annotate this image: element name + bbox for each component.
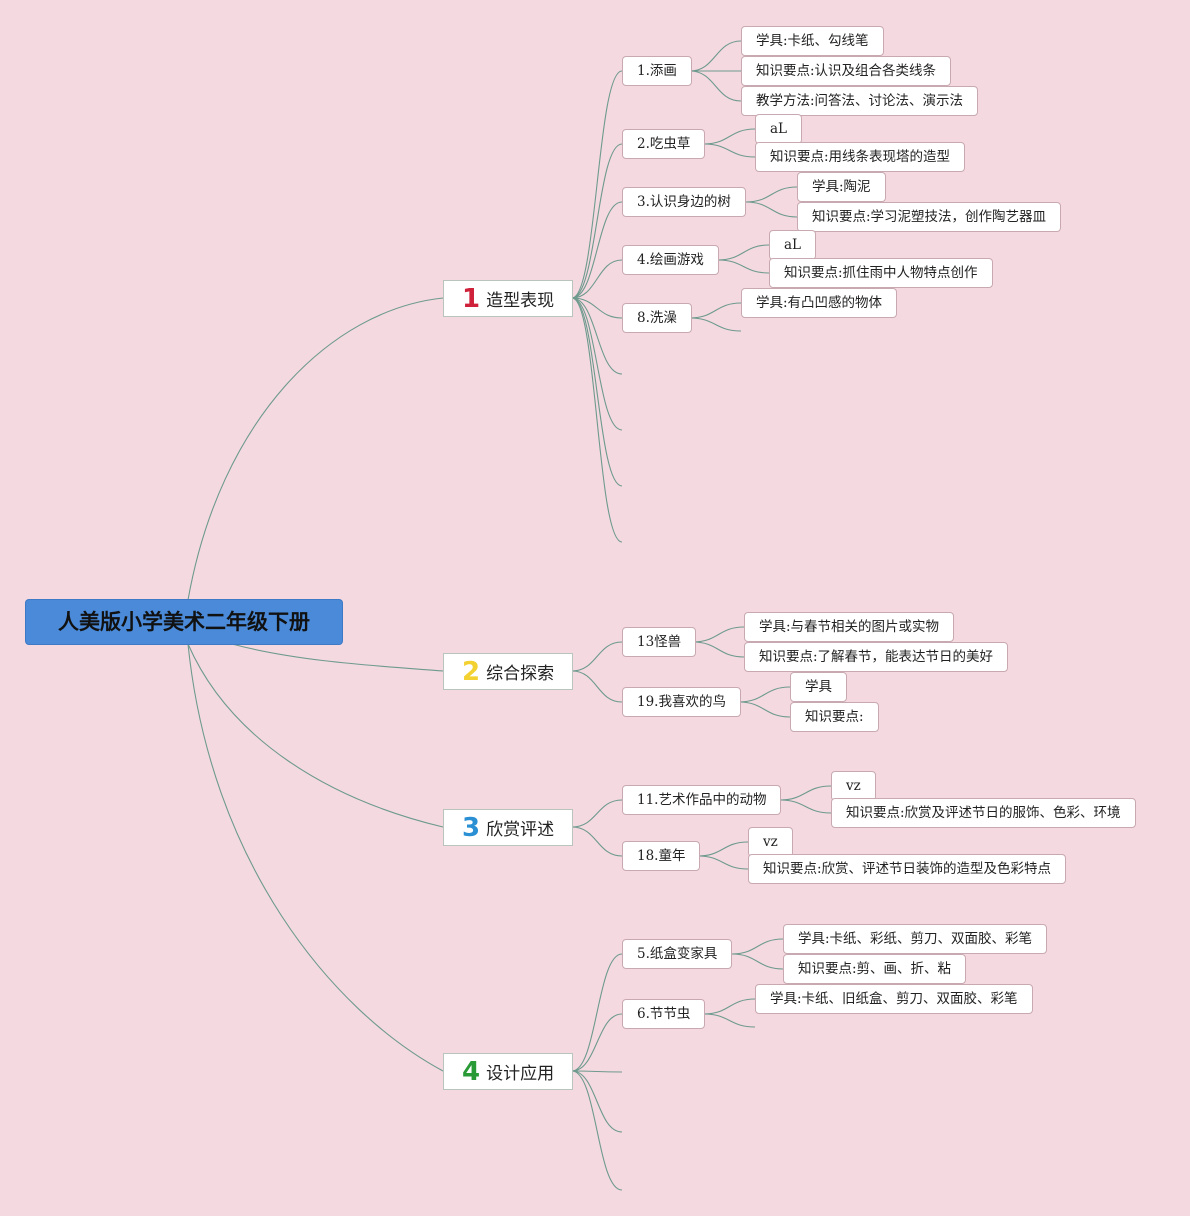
- connector-curve: [571, 143, 623, 299]
- detail-node[interactable]: aL: [755, 114, 803, 144]
- connector-curve: [738, 686, 791, 703]
- connector-curve: [717, 259, 770, 274]
- connector-curve: [571, 826, 623, 857]
- connector-curve: [703, 128, 756, 145]
- category-3-number: 3: [462, 812, 481, 843]
- category-2-node[interactable]: 2 综合探索: [443, 653, 573, 690]
- connector-curve: [571, 297, 623, 319]
- detail-node[interactable]: vz: [831, 771, 876, 801]
- category-4-label: 设计应用: [486, 1064, 555, 1084]
- lesson-node[interactable]: 19.我喜欢的鸟: [622, 687, 741, 717]
- connector-curve: [779, 785, 832, 801]
- connector-curve: [571, 1070, 623, 1133]
- connector-curve: [731, 938, 784, 955]
- connector-curve: [571, 641, 623, 672]
- connector-curve: [692, 626, 745, 643]
- connector-curve: [187, 297, 444, 601]
- connector-curve: [731, 953, 784, 970]
- connector-curve: [571, 297, 623, 487]
- connector-curve: [571, 201, 623, 299]
- category-3-label: 欣赏评述: [486, 820, 555, 840]
- connector-curve: [571, 70, 623, 299]
- connector-curve: [571, 1070, 623, 1073]
- connector-curve: [571, 297, 623, 375]
- connector-curve: [187, 643, 444, 1072]
- detail-node[interactable]: 知识要点:认识及组合各类线条: [741, 56, 952, 86]
- lesson-node[interactable]: 1.添画: [622, 56, 692, 86]
- connector-curve: [779, 799, 832, 814]
- category-2-number: 2: [462, 656, 481, 687]
- connector-curve: [571, 297, 623, 543]
- lesson-node[interactable]: 2.吃虫草: [622, 129, 706, 159]
- connector-curve: [571, 1070, 623, 1191]
- connector-curve: [689, 302, 742, 319]
- detail-node[interactable]: 学具:卡纸、彩纸、剪刀、双面胶、彩笔: [783, 924, 1048, 954]
- category-1-label: 造型表现: [486, 291, 555, 311]
- detail-node[interactable]: 教学方法:问答法、讨论法、演示法: [741, 86, 979, 116]
- detail-node[interactable]: 知识要点:抓住雨中人物特点创作: [769, 258, 993, 288]
- detail-node[interactable]: 知识要点:欣赏及评述节日的服饰、色彩、环境: [831, 798, 1136, 828]
- connector-curve: [689, 70, 742, 102]
- detail-node[interactable]: 学具:与春节相关的图片或实物: [744, 612, 955, 642]
- connector-curve: [571, 259, 623, 299]
- connector-curve: [571, 297, 623, 431]
- connector-curve: [571, 670, 623, 703]
- detail-node[interactable]: 学具:有凸凹感的物体: [741, 288, 898, 318]
- lesson-node[interactable]: 3.认识身边的树: [622, 187, 746, 217]
- connector-curve: [697, 855, 749, 870]
- detail-node[interactable]: 知识要点:了解春节，能表达节日的美好: [744, 642, 1009, 672]
- connector-curve: [703, 998, 756, 1015]
- lesson-node[interactable]: 8.洗澡: [622, 303, 692, 333]
- connector-curve: [692, 641, 745, 658]
- connector-curve: [187, 643, 444, 828]
- category-1-node[interactable]: 1 造型表现: [443, 280, 573, 317]
- connector-curve: [703, 1013, 756, 1028]
- category-2-label: 综合探索: [486, 664, 555, 684]
- detail-node[interactable]: 学具:陶泥: [797, 172, 886, 202]
- detail-node[interactable]: 知识要点:: [790, 702, 879, 732]
- connector-curve: [231, 643, 444, 672]
- connector-curve: [689, 317, 742, 332]
- detail-node[interactable]: vz: [748, 827, 793, 857]
- connector-curve: [738, 701, 791, 718]
- category-1-number: 1: [462, 283, 481, 314]
- connector-curve: [571, 1013, 623, 1072]
- category-4-node[interactable]: 4 设计应用: [443, 1053, 573, 1090]
- lesson-node[interactable]: 6.节节虫: [622, 999, 706, 1029]
- detail-node[interactable]: 学具: [790, 672, 847, 702]
- connector-curve: [697, 841, 749, 857]
- detail-node[interactable]: 学具:卡纸、旧纸盒、剪刀、双面胶、彩笔: [755, 984, 1033, 1014]
- root-topic[interactable]: 人美版小学美术二年级下册: [26, 600, 342, 644]
- connector-curve: [745, 186, 798, 203]
- detail-node[interactable]: 知识要点:欣赏、评述节日装饰的造型及色彩特点: [748, 854, 1067, 884]
- detail-node[interactable]: 知识要点:剪、画、折、粘: [783, 954, 967, 984]
- detail-node[interactable]: aL: [769, 230, 817, 260]
- connector-curve: [571, 953, 623, 1072]
- lesson-node[interactable]: 11.艺术作品中的动物: [622, 785, 782, 815]
- connector-curve: [717, 244, 770, 261]
- lesson-node[interactable]: 4.绘画游戏: [622, 245, 719, 275]
- connector-curve: [703, 143, 756, 158]
- connector-curve: [571, 799, 623, 828]
- category-3-node[interactable]: 3 欣赏评述: [443, 809, 573, 846]
- detail-node[interactable]: 知识要点:用线条表现塔的造型: [755, 142, 966, 172]
- detail-node[interactable]: 知识要点:学习泥塑技法，创作陶艺器皿: [797, 202, 1062, 232]
- detail-node[interactable]: 学具:卡纸、勾线笔: [741, 26, 884, 56]
- lesson-node[interactable]: 5.纸盒变家具: [622, 939, 733, 969]
- lesson-node[interactable]: 18.童年: [622, 841, 701, 871]
- connector-curve: [689, 40, 742, 72]
- connector-curve: [745, 201, 798, 218]
- category-4-number: 4: [462, 1056, 481, 1087]
- lesson-node[interactable]: 13怪兽: [622, 627, 697, 657]
